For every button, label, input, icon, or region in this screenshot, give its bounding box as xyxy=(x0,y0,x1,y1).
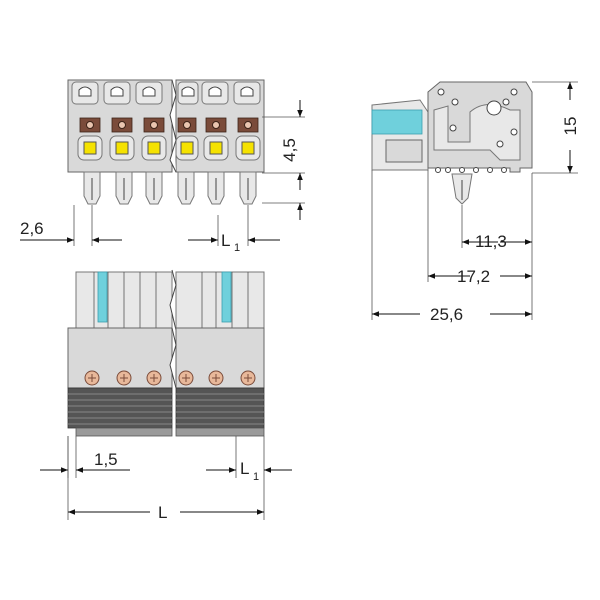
dim-l1-top-subscript: 1 xyxy=(234,242,240,254)
pins xyxy=(83,171,257,205)
dim-l1-top: L xyxy=(221,231,230,250)
screws xyxy=(84,370,256,386)
dim-l1-bottom: L xyxy=(240,459,249,478)
pole-caps xyxy=(71,81,261,105)
slot-lines xyxy=(93,272,249,328)
side-view: 15 11,3 17,2 25,6 xyxy=(371,81,580,324)
dim-l1-bottom-subscript: 1 xyxy=(253,471,259,483)
dim-depth-11-3: 11,3 xyxy=(475,232,507,251)
dim-height-4-5: 4,5 xyxy=(280,138,299,162)
side-holes xyxy=(435,88,518,173)
dim-length-l: L xyxy=(158,503,167,522)
top-view: 1,5 L 1 L xyxy=(40,269,292,522)
latch-1 xyxy=(97,271,108,323)
dim-depth-17-2: 17,2 xyxy=(457,267,490,286)
front-view: 4,5 2,6 L 1 xyxy=(20,79,305,254)
dim-pitch-1-5: 1,5 xyxy=(94,450,118,469)
dim-depth-25-6: 25,6 xyxy=(430,305,463,324)
latch-5 xyxy=(221,271,232,323)
clamp-strip xyxy=(79,117,259,133)
ribs xyxy=(68,393,264,425)
release-buttons xyxy=(77,135,261,161)
dim-pitch-2-6: 2,6 xyxy=(20,219,44,238)
dim-height-15: 15 xyxy=(561,117,580,136)
